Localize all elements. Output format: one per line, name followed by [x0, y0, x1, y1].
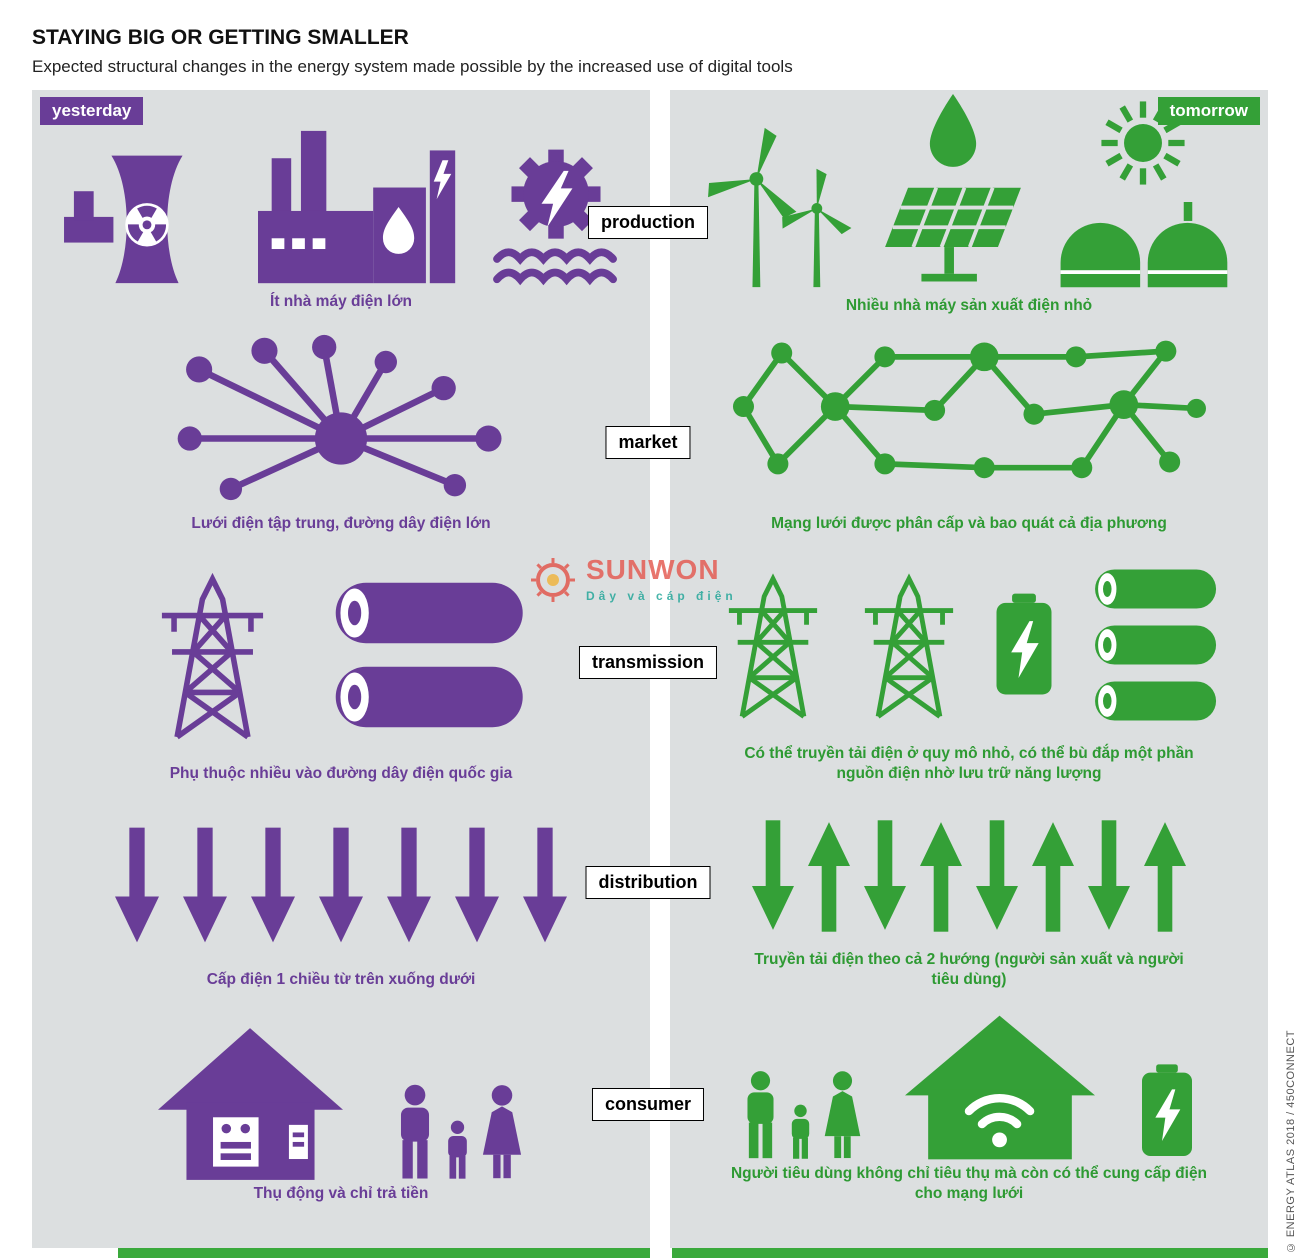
centralized-hub-network-icon: [177, 334, 502, 501]
large-cable-icon: [335, 666, 523, 728]
watermark-tagline: Dây và cáp điện: [586, 589, 737, 603]
bottom-strip-right: [672, 1248, 1268, 1258]
down-arrow-icon: [523, 827, 567, 943]
watermark-brand: SUNWON: [586, 554, 720, 585]
smart-house-wifi-icon: [904, 1015, 1095, 1160]
down-arrow-icon: [251, 827, 295, 943]
transmission-tower-icon: [864, 573, 953, 719]
down-arrow-icon: [976, 820, 1018, 930]
transmission-tower-icon: [728, 573, 817, 719]
tomorrow-consumer-caption: Người tiêu dùng không chỉ tiêu thụ mà cò…: [730, 1164, 1208, 1202]
bottom-strip-left: [118, 1248, 650, 1258]
battery-icon: [996, 593, 1051, 695]
label-distribution: distribution: [585, 866, 711, 899]
tomorrow-distribution-caption: Truyền tải điện theo cả 2 hướng (người s…: [754, 950, 1184, 988]
yesterday-badge: yesterday: [40, 97, 144, 125]
family-icon: [742, 1070, 863, 1160]
man-icon: [746, 1070, 774, 1158]
down-arrow-icon: [752, 820, 794, 930]
page-subtitle: Expected structural changes in the energ…: [32, 57, 793, 76]
label-production: production: [588, 206, 708, 239]
down-arrow-icon: [183, 827, 227, 943]
yesterday-consumer-caption: Thụ động và chỉ trả tiền: [253, 1184, 429, 1202]
nuclear-plant-icon: [64, 155, 183, 283]
small-cable-icon: [1094, 569, 1216, 609]
yesterday-production-caption: Ít nhà máy điện lớn: [270, 292, 412, 310]
tomorrow-transmission-caption: Có thể truyền tải điện ở quy mô nhỏ, có …: [744, 744, 1194, 782]
page-title: STAYING BIG OR GETTING SMALLER: [32, 26, 409, 49]
yesterday-transmission-row: Phụ thuộc nhiều vào đường dây điện quốc …: [32, 546, 650, 802]
sunwon-watermark: SUNWON Dây và cáp điện: [530, 556, 737, 603]
child-icon: [448, 1120, 467, 1179]
yesterday-market-row: Lưới điện tập trung, đường dây điện lớn: [32, 322, 650, 546]
woman-icon: [482, 1084, 522, 1179]
up-arrow-icon: [920, 821, 962, 932]
tomorrow-badge: tomorrow: [1157, 97, 1260, 125]
battery-icon: [1141, 1064, 1192, 1156]
decentralized-mesh-network-icon: [732, 340, 1206, 479]
copyright-credit: © ENERGY ATLAS 2018 / 450CONNECT: [1285, 1029, 1297, 1253]
tomorrow-production-caption: Nhiều nhà máy sản xuất điện nhỏ: [845, 297, 1093, 314]
yesterday-panel: yesterday: [32, 90, 650, 1248]
label-transmission: transmission: [578, 646, 718, 679]
down-arrow-icon: [115, 827, 159, 943]
small-cable-icon: [1094, 625, 1216, 665]
water-drop-icon: [929, 94, 977, 167]
tomorrow-distribution-row: Truyền tải điện theo cả 2 hướng (người s…: [670, 802, 1268, 1002]
tomorrow-market-row: Mạng lưới được phân cấp và bao quát cả đ…: [670, 322, 1268, 546]
tomorrow-panel: tomorrow: [670, 90, 1268, 1248]
tomorrow-transmission-row: Có thể truyền tải điện ở quy mô nhỏ, có …: [670, 546, 1268, 802]
label-market: market: [605, 426, 691, 459]
up-arrow-icon: [808, 821, 850, 932]
child-icon: [791, 1104, 809, 1159]
yesterday-market-caption: Lưới điện tập trung, đường dây điện lớn: [191, 514, 491, 532]
transmission-tower-icon: [161, 572, 264, 740]
tomorrow-market-caption: Mạng lưới được phân cấp và bao quát cả đ…: [771, 514, 1167, 532]
down-arrow-icon: [319, 827, 363, 943]
family-icon: [395, 1084, 524, 1180]
up-arrow-icon: [1144, 821, 1186, 932]
comparison-panels: yesterday: [32, 90, 1268, 1248]
down-arrow-icon: [455, 827, 499, 943]
sunwon-logo-icon: [531, 557, 575, 602]
down-arrow-icon: [387, 827, 431, 943]
hydro-turbine-icon: [493, 149, 617, 286]
yesterday-consumer-row: Thụ động và chỉ trả tiền: [32, 1002, 650, 1248]
wind-turbines-icon: [708, 127, 852, 288]
man-icon: [400, 1084, 430, 1179]
large-cable-icon: [335, 582, 523, 644]
yesterday-production-row: Ít nhà máy điện lớn: [32, 90, 650, 322]
down-arrow-icon: [1088, 820, 1130, 930]
down-arrow-icon: [864, 820, 906, 930]
up-arrow-icon: [1032, 821, 1074, 932]
tomorrow-consumer-row: Người tiêu dùng không chỉ tiêu thụ mà cò…: [670, 1002, 1268, 1248]
label-consumer: consumer: [591, 1088, 705, 1121]
woman-icon: [824, 1070, 860, 1158]
yesterday-distribution-row: Cấp điện 1 chiều từ trên xuống dưới: [32, 802, 650, 1002]
yesterday-distribution-caption: Cấp điện 1 chiều từ trên xuống dưới: [206, 970, 476, 988]
coal-power-plant-icon: [258, 130, 456, 284]
yesterday-transmission-caption: Phụ thuộc nhiều vào đường dây điện quốc …: [169, 764, 513, 782]
small-cable-icon: [1094, 681, 1216, 721]
house-with-meter-icon: [158, 1027, 343, 1180]
biogas-plant-icon: [1060, 202, 1228, 288]
tomorrow-production-row: Nhiều nhà máy sản xuất điện nhỏ: [670, 90, 1268, 322]
solar-panel-icon: [885, 187, 1021, 282]
